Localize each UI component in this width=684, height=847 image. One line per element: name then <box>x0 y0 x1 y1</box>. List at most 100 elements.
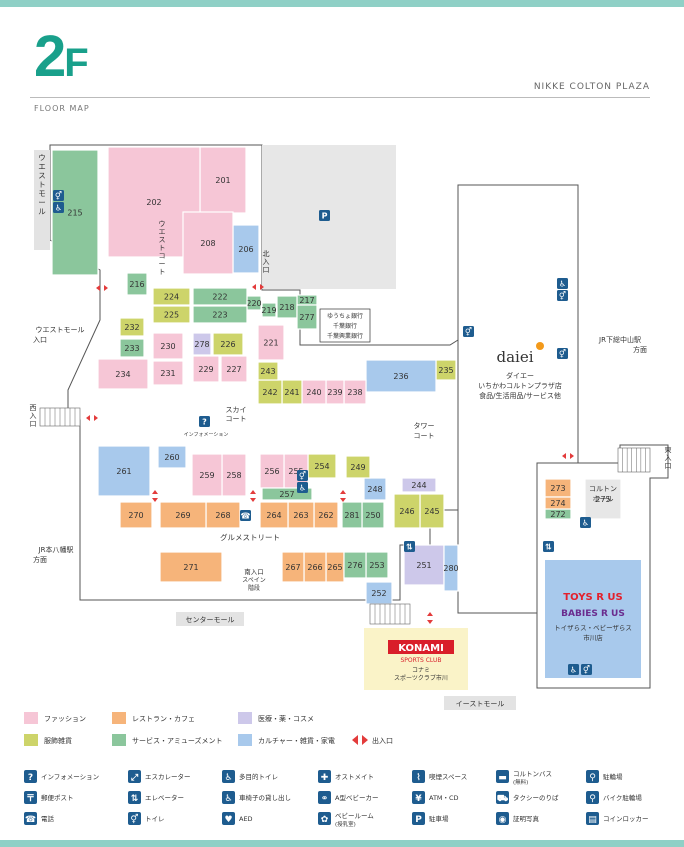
information-icon[interactable]: ? <box>199 416 210 427</box>
parking-icon[interactable]: P <box>319 210 330 221</box>
category-legend <box>24 712 368 746</box>
store-281[interactable]: 281 <box>341 501 363 529</box>
store-229[interactable]: 229 <box>192 355 220 383</box>
store-278[interactable]: 278 <box>192 332 212 356</box>
store-266[interactable]: 266 <box>303 551 327 583</box>
store-233[interactable]: 233 <box>119 338 145 358</box>
store-shape <box>221 453 247 497</box>
svg-text:▬: ▬ <box>498 773 507 783</box>
store-216[interactable]: 216 <box>126 272 148 296</box>
store-219[interactable]: 219 <box>261 302 277 318</box>
store-252[interactable]: 252 <box>365 581 393 605</box>
store-277[interactable]: 277 <box>296 304 318 330</box>
store-234[interactable]: 234 <box>97 358 149 390</box>
store-244[interactable]: 244 <box>401 477 437 493</box>
store-shape <box>343 551 367 579</box>
legend-swatch <box>112 734 126 746</box>
konami-name-2: スポーツクラブ市川 <box>394 674 448 682</box>
bicycle-icon: ⚲ <box>586 770 599 783</box>
accessible-toilet-icon[interactable]: ♿ <box>297 482 308 493</box>
store-number: 202 <box>146 198 161 207</box>
store-224[interactable]: 224 <box>152 287 191 306</box>
store-222[interactable]: 222 <box>192 287 248 306</box>
store-246[interactable]: 246 <box>393 493 421 529</box>
store-208[interactable]: 208 <box>182 211 234 275</box>
store-206[interactable]: 206 <box>232 224 260 274</box>
icon-legend-label: エレベーター <box>145 793 184 802</box>
toilet-icon[interactable]: ⚥ <box>557 290 568 301</box>
accessible-toilet-icon[interactable]: ♿ <box>568 664 579 675</box>
store-221[interactable]: 221 <box>257 324 285 361</box>
west-court-label: コ <box>159 252 166 260</box>
store-274[interactable]: 274 <box>544 496 572 510</box>
store-273[interactable]: 273 <box>544 478 572 498</box>
store-225[interactable]: 225 <box>152 305 191 324</box>
accessible-toilet-icon[interactable]: ♿ <box>557 278 568 289</box>
store-248[interactable]: 248 <box>363 477 387 501</box>
store-245[interactable]: 245 <box>419 493 445 529</box>
svg-text:♿: ♿ <box>299 484 306 493</box>
west-mall-label: ト <box>38 180 46 189</box>
store-227[interactable]: 227 <box>220 355 248 383</box>
store-265[interactable]: 265 <box>325 551 345 583</box>
toilet-icon[interactable]: ⚥ <box>463 326 474 337</box>
store-238[interactable]: 238 <box>343 379 367 405</box>
store-226[interactable]: 226 <box>212 332 244 356</box>
store-269[interactable]: 269 <box>159 501 207 529</box>
store-239[interactable]: 239 <box>325 379 345 405</box>
toilet-icon[interactable]: ⚥ <box>297 470 308 481</box>
store-263[interactable]: 263 <box>287 501 315 529</box>
store-276[interactable]: 276 <box>343 551 367 579</box>
store-231[interactable]: 231 <box>152 360 184 386</box>
store-271[interactable]: 271 <box>159 551 223 583</box>
north-entrance-label: 北 <box>263 250 270 258</box>
store-275[interactable]: 275 <box>584 478 622 520</box>
accessible-toilet-icon[interactable]: ♿ <box>53 202 64 213</box>
store-256[interactable]: 256 <box>259 453 285 489</box>
elevator-icon[interactable]: ⇅ <box>543 541 554 552</box>
store-253[interactable]: 253 <box>365 551 389 579</box>
store-243[interactable]: 243 <box>257 361 279 381</box>
store-261[interactable]: 261 <box>97 445 151 497</box>
store-262[interactable]: 262 <box>313 501 339 529</box>
north-entrance-label: 口 <box>263 266 270 274</box>
konami-name-1: コナミ <box>412 667 430 674</box>
bottom-accent-bar <box>0 840 684 847</box>
top-accent-bar <box>0 0 684 7</box>
store-264[interactable]: 264 <box>259 501 289 529</box>
store-240[interactable]: 240 <box>301 379 327 405</box>
store-number: 242 <box>262 388 277 397</box>
store-217[interactable]: 217 <box>296 294 318 306</box>
accessible-toilet-icon[interactable]: ♿ <box>580 517 591 528</box>
store-230[interactable]: 230 <box>152 332 184 360</box>
store-280[interactable]: 280 <box>443 544 459 592</box>
store-218[interactable]: 218 <box>276 295 298 319</box>
store-259[interactable]: 259 <box>191 453 223 497</box>
store-249[interactable]: 249 <box>345 455 371 479</box>
store-201[interactable]: 201 <box>199 146 247 214</box>
store-232[interactable]: 232 <box>119 317 145 337</box>
store-235[interactable]: 235 <box>435 359 457 381</box>
telephone-icon[interactable]: ☎ <box>240 510 251 521</box>
store-shape <box>401 477 437 493</box>
toilet-icon[interactable]: ⚥ <box>557 348 568 359</box>
store-268[interactable]: 268 <box>205 501 241 529</box>
bank-box <box>319 308 371 343</box>
store-236[interactable]: 236 <box>365 359 437 393</box>
store-241[interactable]: 241 <box>281 379 303 405</box>
store-258[interactable]: 258 <box>221 453 247 497</box>
store-260[interactable]: 260 <box>157 445 187 469</box>
store-250[interactable]: 250 <box>361 501 385 529</box>
toilet-icon[interactable]: ⚥ <box>53 190 64 201</box>
store-272[interactable]: 272 <box>544 508 572 520</box>
store-242[interactable]: 242 <box>257 379 283 405</box>
store-223[interactable]: 223 <box>192 305 248 324</box>
store-270[interactable]: 270 <box>119 501 153 529</box>
elevator-icon[interactable]: ⇅ <box>404 541 415 552</box>
store-254[interactable]: 254 <box>307 453 337 479</box>
exit-arrow-icon <box>96 285 108 291</box>
toilet-icon[interactable]: ⚥ <box>581 664 592 675</box>
store-220[interactable]: 220 <box>246 295 262 311</box>
store-267[interactable]: 267 <box>281 551 305 583</box>
store-number: 217 <box>299 296 314 305</box>
